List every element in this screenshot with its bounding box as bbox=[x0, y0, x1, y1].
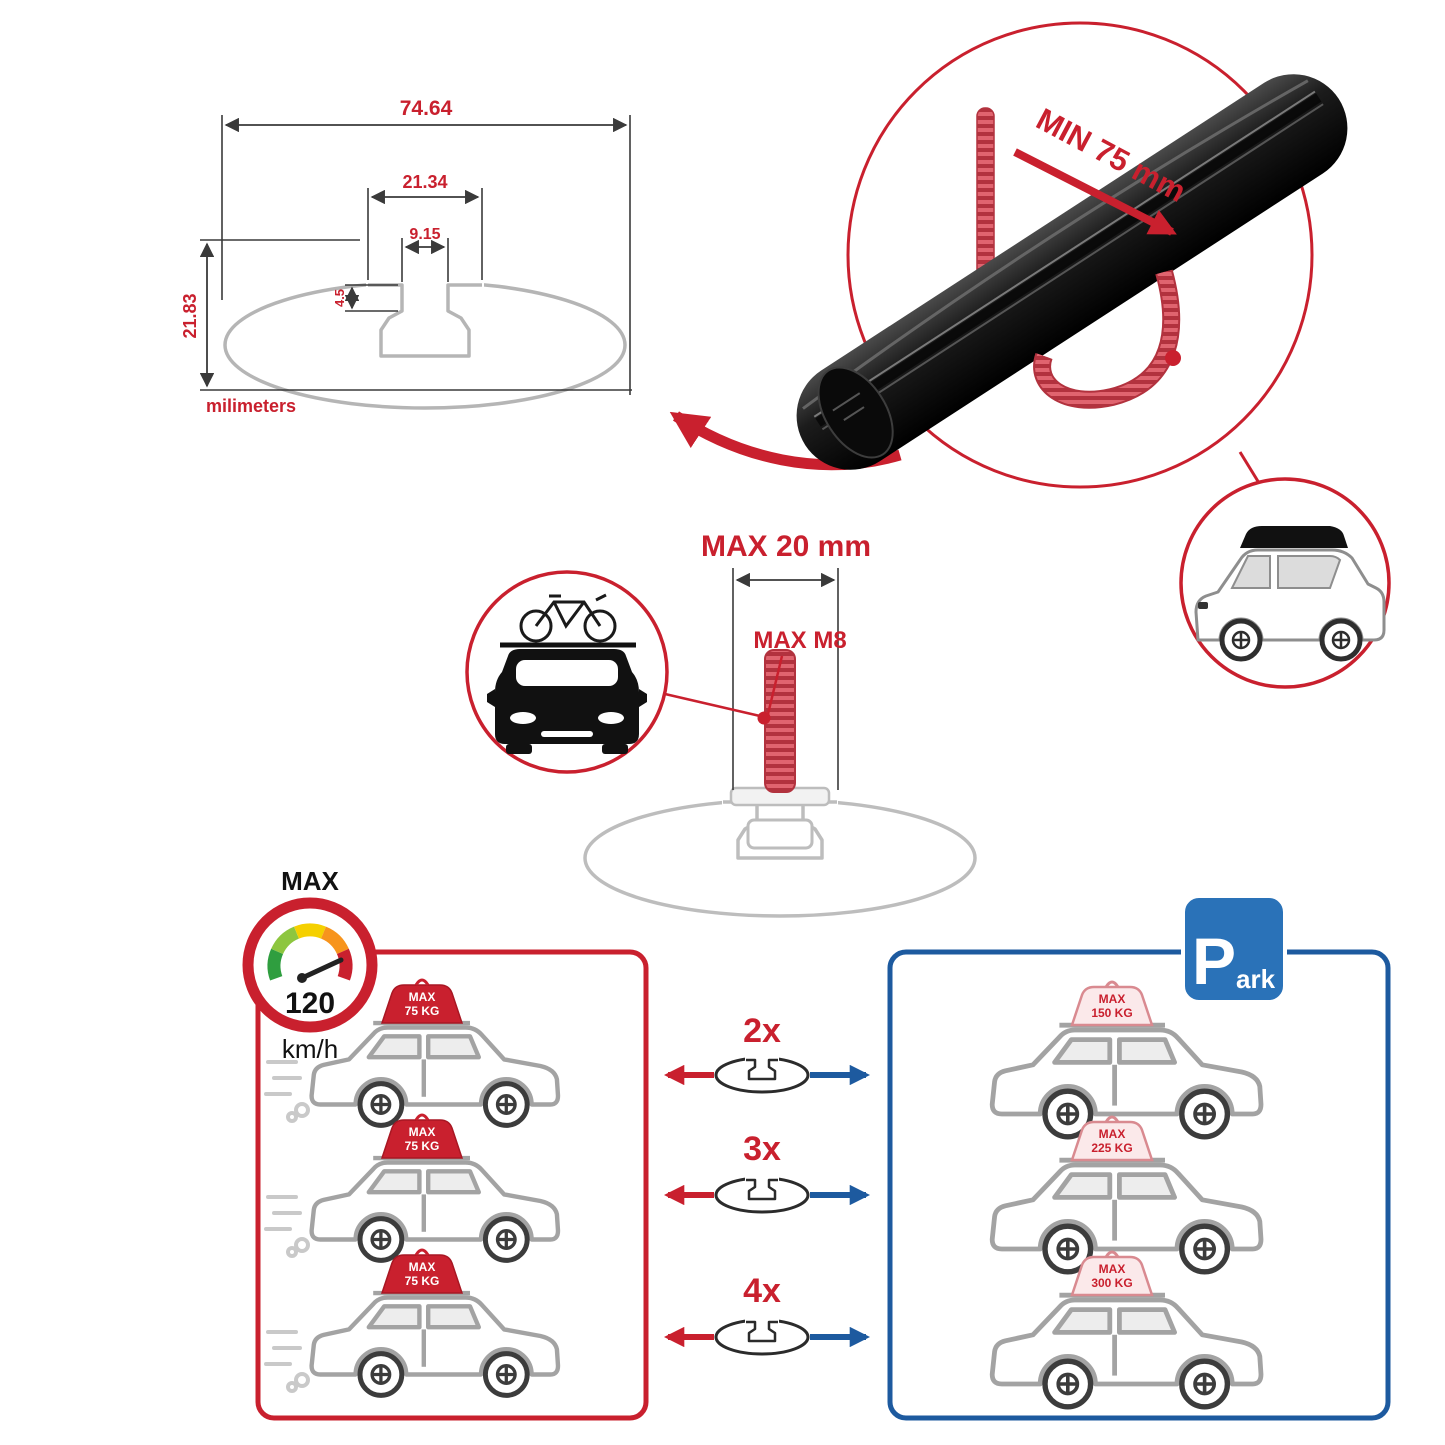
multiplier-4x: 4x bbox=[663, 1272, 871, 1356]
clamp-hook bbox=[1035, 270, 1179, 407]
svg-text:225 KG: 225 KG bbox=[1091, 1141, 1132, 1155]
dim-channel-width-label: 21.34 bbox=[402, 172, 447, 192]
extension-lines bbox=[200, 115, 632, 395]
speed-max-label: MAX bbox=[281, 866, 339, 896]
svg-text:75 KG: 75 KG bbox=[405, 1004, 440, 1018]
vehicle-example bbox=[1179, 451, 1391, 689]
bolt-diagram: MAX 20 mm MAX M8 bbox=[583, 530, 977, 918]
parking-sign-letter: P bbox=[1192, 924, 1236, 998]
max-width-label: MAX 20 mm bbox=[701, 530, 871, 563]
cargo-bag-225: MAX 225 KG bbox=[1070, 1115, 1154, 1162]
cargo-bag-150: MAX 150 KG bbox=[1070, 980, 1154, 1027]
svg-text:300 KG: 300 KG bbox=[1091, 1276, 1132, 1290]
clamp-contact-dot bbox=[1165, 350, 1181, 366]
svg-text:MAX: MAX bbox=[409, 1260, 436, 1274]
min-75-arrow bbox=[1013, 148, 1177, 236]
bike-car-icon bbox=[465, 570, 771, 774]
multiplier-4x-label: 4x bbox=[743, 1272, 781, 1310]
car-front-silhouette bbox=[487, 649, 647, 754]
t-slot-profile bbox=[368, 283, 482, 358]
speed-limit-gauge: MAX 120 km/h bbox=[242, 866, 378, 1064]
crossbar-dimension-diagram: 74.64 21.34 9.15 4.5 21.83 milimeters bbox=[180, 97, 632, 416]
unit-label: milimeters bbox=[206, 396, 296, 416]
cargo-bag-75-2: MAX 75 KG bbox=[380, 1113, 464, 1159]
svg-text:MAX: MAX bbox=[1099, 992, 1126, 1006]
parking-sign-suffix: ark bbox=[1236, 964, 1276, 994]
speed-value: 120 bbox=[285, 987, 335, 1020]
bolt-leader-dot bbox=[757, 711, 771, 725]
bolt-extension-lines bbox=[732, 568, 839, 790]
dim-height-label: 21.83 bbox=[180, 293, 200, 338]
multiplier-3x-label: 3x bbox=[743, 1130, 781, 1168]
svg-text:MAX: MAX bbox=[409, 990, 436, 1004]
suv-with-roofbox bbox=[1194, 526, 1386, 662]
svg-text:150 KG: 150 KG bbox=[1091, 1006, 1132, 1020]
dim-total-width-label: 74.64 bbox=[400, 97, 453, 120]
bar-end-icon bbox=[714, 1173, 810, 1214]
dimension-lines bbox=[199, 117, 628, 388]
bolt-leader-line bbox=[664, 692, 761, 718]
multiplier-3x: 3x bbox=[663, 1130, 871, 1214]
cargo-bag-75-3: MAX 75 KG bbox=[380, 1248, 464, 1294]
parked-panel-cars: MAX 150 KG MAX 225 KG MAX 300 KG bbox=[992, 980, 1261, 1407]
max-thread-label: MAX M8 bbox=[753, 627, 846, 654]
bicycle-icon bbox=[519, 593, 617, 643]
cargo-bag-75-1: MAX 75 KG bbox=[380, 978, 464, 1024]
svg-text:MAX: MAX bbox=[1099, 1262, 1126, 1276]
gauge-needle bbox=[299, 957, 344, 981]
svg-text:MAX: MAX bbox=[409, 1125, 436, 1139]
gauge-circle bbox=[242, 897, 378, 1033]
dim-slot-depth-label: 4.5 bbox=[332, 289, 347, 307]
multiplier-2x: 2x bbox=[663, 1012, 871, 1094]
svg-text:75 KG: 75 KG bbox=[405, 1139, 440, 1153]
roof-box bbox=[1240, 526, 1348, 548]
crossbar-closeup: MIN 75 mm bbox=[669, 21, 1348, 489]
parking-sign: P ark bbox=[1181, 894, 1287, 1004]
crossbar-3d bbox=[796, 74, 1348, 470]
t-nut-head bbox=[746, 818, 814, 850]
clamp-rod-upper bbox=[976, 107, 995, 281]
motion-lines bbox=[264, 1060, 310, 1393]
speed-unit: km/h bbox=[282, 1034, 338, 1064]
svg-text:75 KG: 75 KG bbox=[405, 1274, 440, 1288]
gauge-arc bbox=[267, 923, 353, 981]
multiplier-2x-label: 2x bbox=[743, 1012, 781, 1050]
svg-text:MAX: MAX bbox=[1099, 1127, 1126, 1141]
bar-end-icon bbox=[714, 1053, 810, 1094]
cargo-bag-300: MAX 300 KG bbox=[1070, 1250, 1154, 1297]
driving-panel-cars: MAX 75 KG MAX 75 KG MAX 75 KG bbox=[264, 978, 558, 1395]
bar-end-icon bbox=[714, 1315, 810, 1356]
dim-slot-width-label: 9.15 bbox=[409, 226, 440, 243]
